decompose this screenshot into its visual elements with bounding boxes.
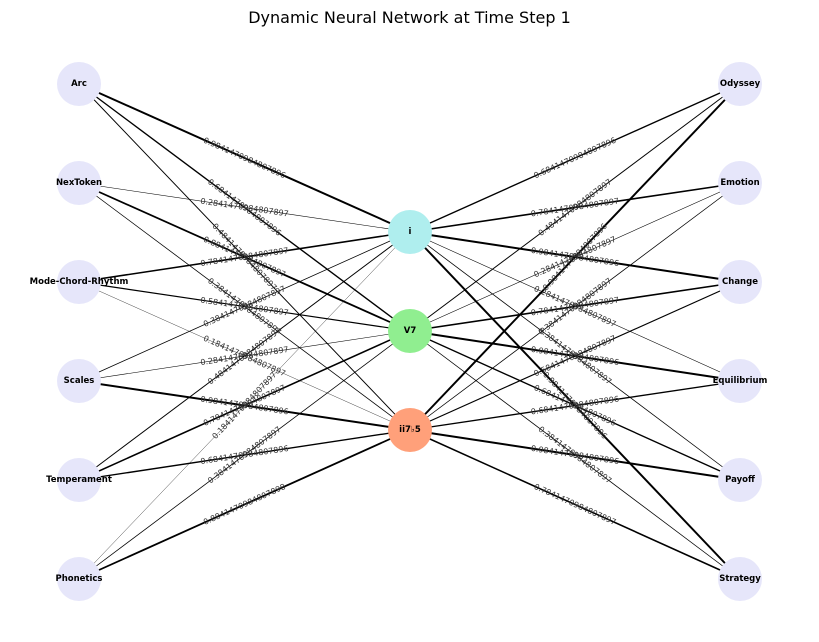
edge-weight-label: 0.6841470984807896 (533, 136, 618, 181)
edge-ii7-5-to-change (409, 281, 741, 431)
node-label-mode-chord-rhythm: Mode-Chord-Rhythm (30, 277, 129, 287)
node-change (718, 260, 762, 304)
edge-weight-label: 0.8841470984807898 (202, 482, 287, 527)
node-label-emotion: Emotion (720, 178, 759, 188)
edge-v7-to-odyssey (409, 83, 741, 332)
node-label-odyssey: Odyssey (720, 79, 761, 89)
node-strategy (718, 557, 762, 601)
edge-mode-chord-rhythm-to-i (78, 231, 411, 283)
edge-ii7-5-to-payoff (409, 429, 741, 481)
edge-nextoken-to-i (78, 182, 411, 233)
edge-arc-to-i (78, 83, 411, 233)
edge-scales-to-i (78, 231, 411, 382)
node-v7 (388, 309, 432, 353)
node-emotion (718, 161, 762, 205)
edge-ii7-5-to-emotion (409, 182, 741, 431)
edge-weight-label: 0.9841470984807896 (202, 136, 287, 181)
node-nextoken (57, 161, 101, 205)
edge-weight-label: 0.7841470984807897 (533, 482, 618, 527)
node-i (388, 210, 432, 254)
edge-phonetics-to-i (78, 231, 411, 580)
nodes-layer: ArcNexTokenMode-Chord-RhythmScalesTemper… (30, 62, 768, 601)
node-label-payoff: Payoff (725, 475, 755, 485)
node-odyssey (718, 62, 762, 106)
edge-ii7-5-to-odyssey (409, 83, 741, 431)
edges-layer (78, 83, 741, 580)
node-label-arc: Arc (71, 79, 87, 89)
diagram-title: Dynamic Neural Network at Time Step 1 (248, 8, 571, 27)
edge-phonetics-to-v7 (78, 330, 411, 580)
node-phonetics (57, 557, 101, 601)
edge-phonetics-to-ii7-5 (78, 429, 411, 580)
edge-ii7-5-to-equilibrium (409, 380, 741, 431)
node-temperament (57, 458, 101, 502)
node-label-nextoken: NexToken (56, 178, 102, 188)
node-label-i: i (409, 227, 412, 237)
node-payoff (718, 458, 762, 502)
node-equilibrium (718, 359, 762, 403)
node-scales (57, 359, 101, 403)
node-label-ii7-5: ii7♭5 (399, 425, 421, 435)
edge-weight-label: 0.9841470984807896 (530, 444, 619, 466)
node-ii7-5 (388, 408, 432, 452)
edge-i-to-odyssey (409, 83, 741, 233)
node-arc (57, 62, 101, 106)
node-label-strategy: Strategy (719, 574, 761, 584)
edge-ii7-5-to-strategy (409, 429, 741, 580)
edge-temperament-to-i (78, 231, 411, 481)
edge-weight-label: 0.2841470984807897 (200, 197, 289, 219)
node-label-equilibrium: Equilibrium (713, 376, 768, 386)
node-label-phonetics: Phonetics (55, 574, 102, 584)
node-label-change: Change (722, 277, 758, 287)
node-label-temperament: Temperament (46, 475, 112, 485)
node-label-v7: V7 (404, 326, 417, 336)
node-mode-chord-rhythm (57, 260, 101, 304)
node-label-scales: Scales (64, 376, 95, 386)
